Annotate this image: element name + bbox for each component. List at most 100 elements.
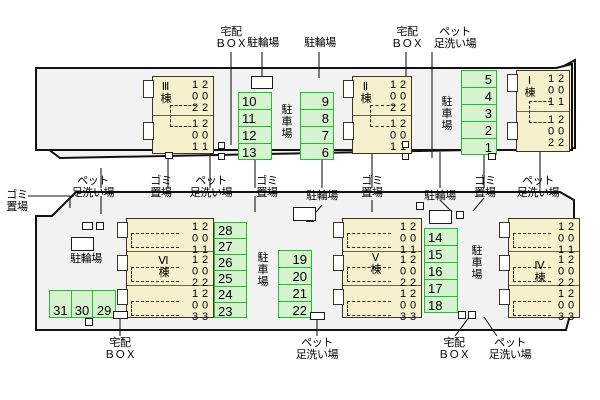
parking-stall[interactable]: 14 [425,229,457,246]
building-5-unit-1[interactable]: 201 101 [343,219,421,256]
parking-lot-c[interactable]: 28 27 26 25 24 23 [214,222,247,319]
parking-stall[interactable]: 11 [239,110,271,127]
parking-lot-a-left[interactable]: 10 11 12 13 [238,92,272,160]
unit-number-lower: 102 [555,254,567,289]
building-6-unit-3[interactable]: 203 103 [127,286,213,323]
building-2-unit-1[interactable]: 202 102 [353,77,411,116]
parking-stall[interactable]: 2 [462,122,496,139]
building-6[interactable]: 201 101 202 102 203 103 Ⅵ棟 [126,218,214,323]
bicycle-parking-box-upper-mid[interactable] [293,207,316,221]
parking-stall[interactable]: 4 [462,88,496,105]
parking-stall[interactable]: 17 [425,280,457,297]
building-5-unit-2[interactable]: 202 102 [343,252,421,289]
callout-pet-wash-bottom-1: ペット 足洗い場 [295,337,339,361]
unit-number-upper: 203 [565,288,577,323]
unit-number-upper: 202 [199,254,211,289]
parking-stall[interactable]: 9 [301,93,333,110]
building-4-stair-2 [499,255,510,271]
building-6-unit-2[interactable]: 202 102 [127,252,213,289]
building-4-unit-1[interactable]: 201 101 [509,219,579,256]
parking-stall[interactable]: 24 [215,287,246,303]
parking-lot-f[interactable]: 31 30 29 [49,290,116,318]
parking-stall[interactable]: 8 [301,110,333,127]
pet-wash-box-lower-left[interactable] [96,222,104,230]
parking-stall[interactable]: 25 [215,271,246,287]
building-6-unit-1[interactable]: 201 101 [127,219,213,256]
parking-stall[interactable]: 18 [428,298,443,313]
parking-stall[interactable]: 5 [462,71,496,88]
building-1-name: Ⅰ棟 [523,74,535,97]
delivery-box-2[interactable] [402,141,409,148]
building-4-name: Ⅳ棟 [533,259,545,282]
parking-lot-b[interactable]: 5 4 3 2 1 [461,70,497,155]
building-3[interactable]: 202 102 201 101 Ⅲ棟 [152,76,214,154]
garbage-box-lower-mid-2[interactable] [456,211,464,219]
parking-stall[interactable]: 26 [215,255,246,271]
callout-garbage-mid-3: ゴミ 置場 [361,175,383,199]
parking-stall[interactable]: 30 [72,291,94,318]
building-4-door-3 [513,301,551,316]
building-5[interactable]: 201 101 202 102 203 103 Ⅴ棟 [342,218,422,323]
parking-stall[interactable]: 19 [279,251,311,268]
bicycle-parking-box-lower-left[interactable] [71,237,94,251]
parking-stall[interactable]: 6 [321,145,329,160]
callout-delivery-box-bottom-1: 宅配 ＢＯＸ [104,337,136,361]
unit-number-lower: 103 [397,288,409,323]
garbage-box-lower-left[interactable] [82,222,93,230]
parking-stall[interactable]: 1 [484,140,492,155]
building-1[interactable]: 201 101 202 102 Ⅰ棟 [516,70,570,152]
pet-wash-box-3[interactable] [488,153,496,160]
parking-stall[interactable]: 12 [239,127,271,144]
parking-stall[interactable]: 29 [96,303,112,318]
building-6-stair-1 [117,222,128,238]
parking-stall[interactable]: 23 [218,303,233,319]
building-4-unit-2[interactable]: 202 102 [509,252,579,289]
callout-pet-wash-mid-1: ペット 足洗い場 [71,175,115,199]
building-2-stair-lower [343,122,354,140]
parking-stall[interactable]: 21 [279,285,311,302]
building-3-entry-door [170,105,196,127]
building-5-door-3 [347,301,391,316]
building-6-stair-2 [117,255,128,271]
parking-stall[interactable]: 15 [425,246,457,263]
callout-bicycle-parking-top-2: 駐輪場 [304,37,336,49]
building-1-unit-1[interactable]: 201 101 [517,71,569,112]
parking-stall[interactable]: 16 [425,263,457,280]
callout-delivery-box-top-2: 宅配 ＢＯＸ [391,26,423,50]
building-4-unit-3[interactable]: 203 103 [509,286,579,323]
delivery-box-1[interactable] [218,142,225,149]
building-5-stair-2 [333,255,344,271]
parking-lot-a-right[interactable]: 9 8 7 6 [300,92,334,160]
garbage-box-upper-1[interactable] [165,152,173,159]
building-4[interactable]: 201 101 202 102 203 103 Ⅳ棟 [508,218,580,323]
parking-lot-d[interactable]: 19 20 21 22 [278,250,312,318]
parking-stall[interactable]: 28 [215,223,246,239]
parking-stall[interactable]: 27 [215,239,246,255]
bicycle-parking-box-1[interactable] [251,76,273,89]
pet-wash-box-lower-3[interactable] [468,311,476,319]
pet-wash-box-lower-2[interactable] [310,312,325,320]
building-5-unit-3[interactable]: 203 103 [343,286,421,323]
callout-bicycle-parking-top-1: 駐輪場 [247,37,279,49]
delivery-box-lower-1[interactable] [85,318,93,326]
parking-stall[interactable]: 13 [242,145,257,160]
parking-stall[interactable]: 10 [239,93,271,110]
label-car-parking-d: 駐車場 [257,252,269,288]
building-4-door-2 [513,267,551,282]
parking-lot-e[interactable]: 14 15 16 17 18 [424,228,458,313]
pet-wash-box-1[interactable] [218,153,225,160]
pet-wash-box-2[interactable] [402,153,409,160]
pet-wash-box-lower-1[interactable] [113,311,128,319]
parking-stall[interactable]: 7 [301,127,333,144]
parking-stall[interactable]: 31 [50,291,72,318]
parking-stall[interactable]: 20 [279,268,311,285]
pet-wash-box-upper-right-2[interactable] [416,202,424,210]
bicycle-parking-box-lower-mid[interactable] [429,210,452,224]
parking-stall[interactable]: 22 [292,303,307,318]
unit-number-lower: 102 [397,254,409,289]
callout-delivery-box-top-1: 宅配 ＢＯＸ [215,26,247,50]
building-5-door-1 [347,233,391,248]
building-3-unit-1[interactable]: 202 102 [153,77,213,116]
parking-stall[interactable]: 3 [462,105,496,122]
delivery-box-lower-2[interactable] [458,311,466,319]
